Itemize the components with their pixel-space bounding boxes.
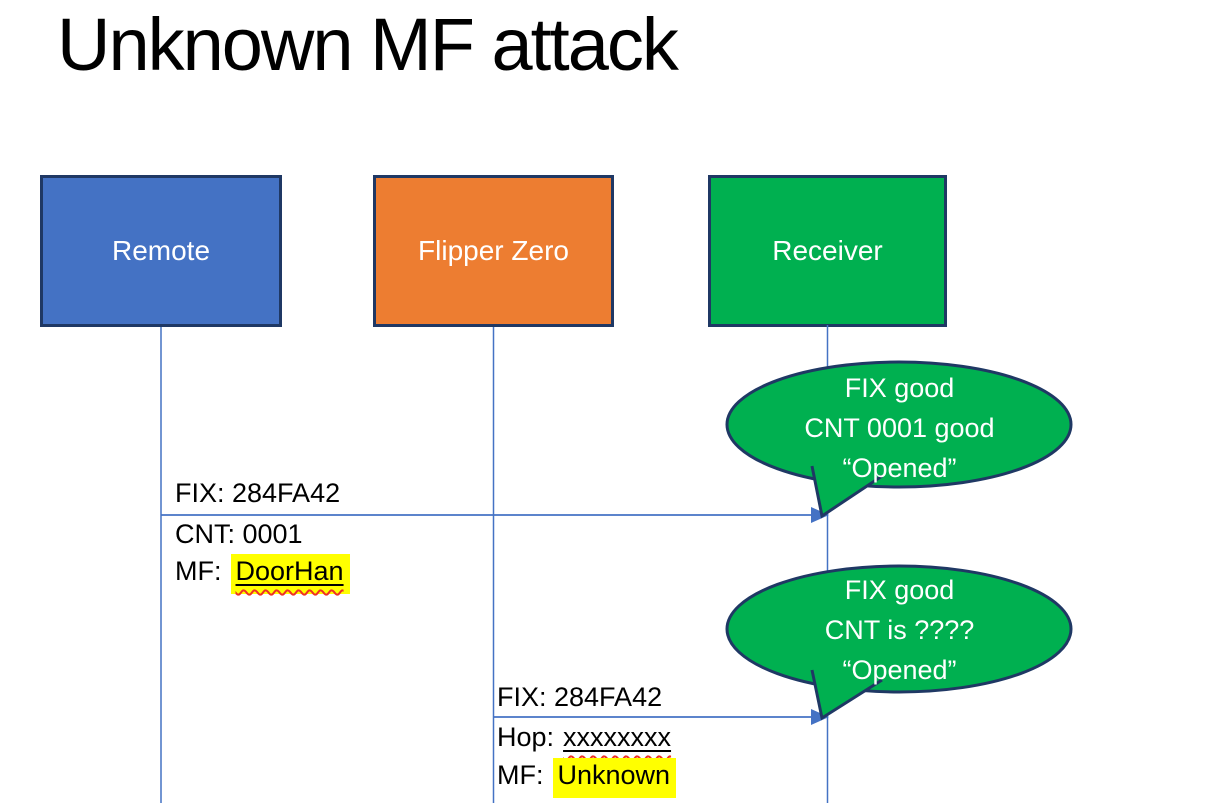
callout-2-line-3: “Opened” xyxy=(842,655,957,685)
message-1-line-1: FIX: 284FA42 xyxy=(175,478,341,508)
actor-box-remote: Remote xyxy=(40,175,282,327)
callout-2-line-1: FIX good xyxy=(844,575,955,605)
callout-bubble-2-tail xyxy=(810,669,883,721)
message-2-line-2-value: xxxxxxxx xyxy=(563,722,672,752)
callout-bubble-1-ellipse xyxy=(725,360,1073,489)
slide-title: Unknown MF attack xyxy=(57,3,679,86)
actor-box-flipper-zero: Flipper Zero xyxy=(373,175,614,327)
actor-label-flipper-zero: Flipper Zero xyxy=(418,235,569,266)
callout-bubble-1-tail xyxy=(810,465,883,519)
message-2-line-1: FIX: 284FA42 xyxy=(497,682,663,712)
callout-bubble-2 xyxy=(725,564,1073,721)
actor-label-receiver: Receiver xyxy=(772,235,883,266)
callout-1-line-2: CNT 0001 good xyxy=(804,413,995,443)
callout-bubble-2-ellipse xyxy=(725,564,1073,694)
callout-2-line-2: CNT is ???? xyxy=(824,615,975,645)
message-2-line-2-prefix: Hop: xyxy=(497,722,555,752)
message-1-line-3-highlight: DoorHan xyxy=(230,554,350,594)
callout-1-line-3: “Opened” xyxy=(842,453,957,483)
actor-label-remote: Remote xyxy=(111,235,211,266)
message-arrow-2-head xyxy=(811,709,829,725)
message-arrow-1-head xyxy=(811,507,829,523)
message-2-line-3-prefix: MF: xyxy=(497,760,544,790)
callout-2-text: FIX good CNT is ???? “Opened” xyxy=(719,570,1080,690)
message-2-line-3-value: Unknown xyxy=(552,758,677,798)
message-2-line-3: MF: Unknown xyxy=(497,758,677,798)
callout-1-line-1: FIX good xyxy=(844,373,955,403)
callout-bubble-1 xyxy=(725,360,1073,519)
message-2-line-2: Hop: xxxxxxxx xyxy=(497,722,671,752)
callout-1-text: FIX good CNT 0001 good “Opened” xyxy=(719,368,1080,488)
message-1-line-2: CNT: 0001 xyxy=(175,519,303,549)
message-1-line-3: MF: DoorHan xyxy=(175,554,350,594)
message-1-line-3-value: DoorHan xyxy=(235,556,344,586)
message-1-line-3-prefix: MF: xyxy=(175,556,222,586)
